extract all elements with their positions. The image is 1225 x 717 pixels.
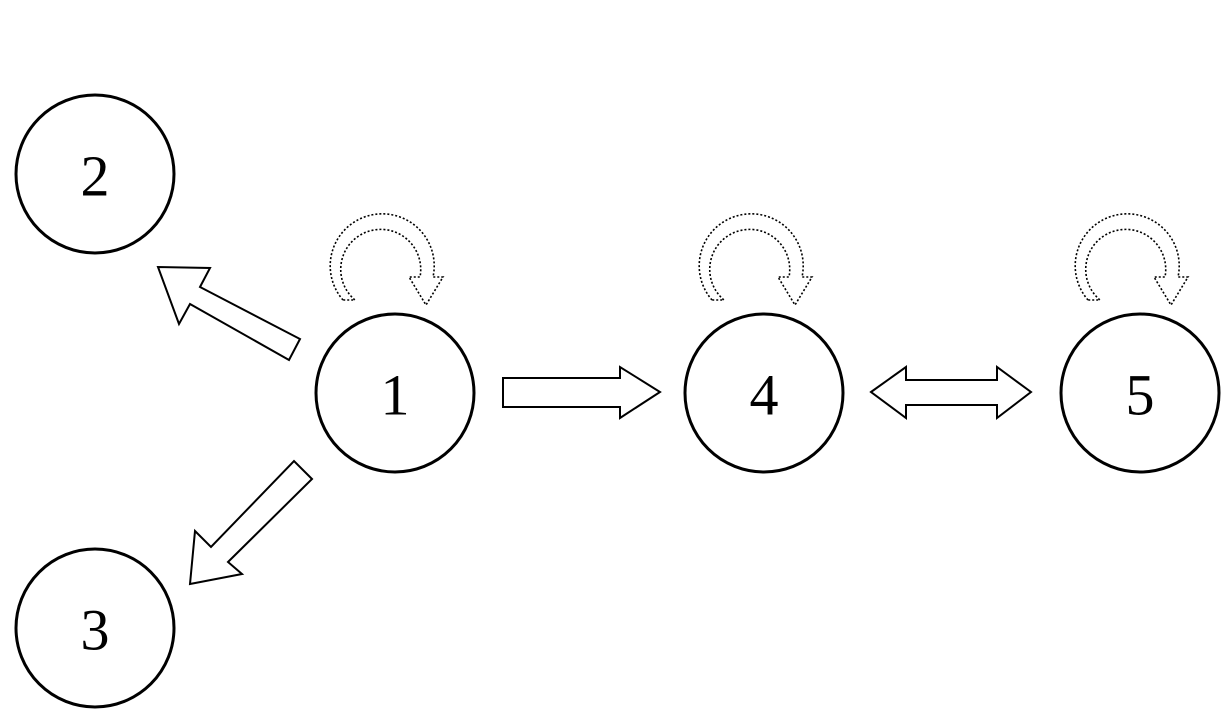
self-loop-1 [329,213,445,307]
arrow-1-to-3 [188,459,314,586]
node-3-label: 3 [81,598,110,663]
node-2-label: 2 [81,144,110,209]
node-5: 5 [1059,312,1221,474]
node-4-label: 4 [750,363,779,428]
node-1-label: 1 [381,363,410,428]
self-loop-5 [1074,213,1190,307]
node-2: 2 [14,93,176,255]
arrow-4-to-5-bidirectional [869,365,1033,421]
arrow-1-to-2 [156,265,302,362]
node-4: 4 [683,312,845,474]
node-1: 1 [314,312,476,474]
self-loop-4 [698,213,814,307]
node-5-label: 5 [1126,363,1155,428]
node-3: 3 [14,547,176,709]
arrow-1-to-4 [502,365,662,420]
